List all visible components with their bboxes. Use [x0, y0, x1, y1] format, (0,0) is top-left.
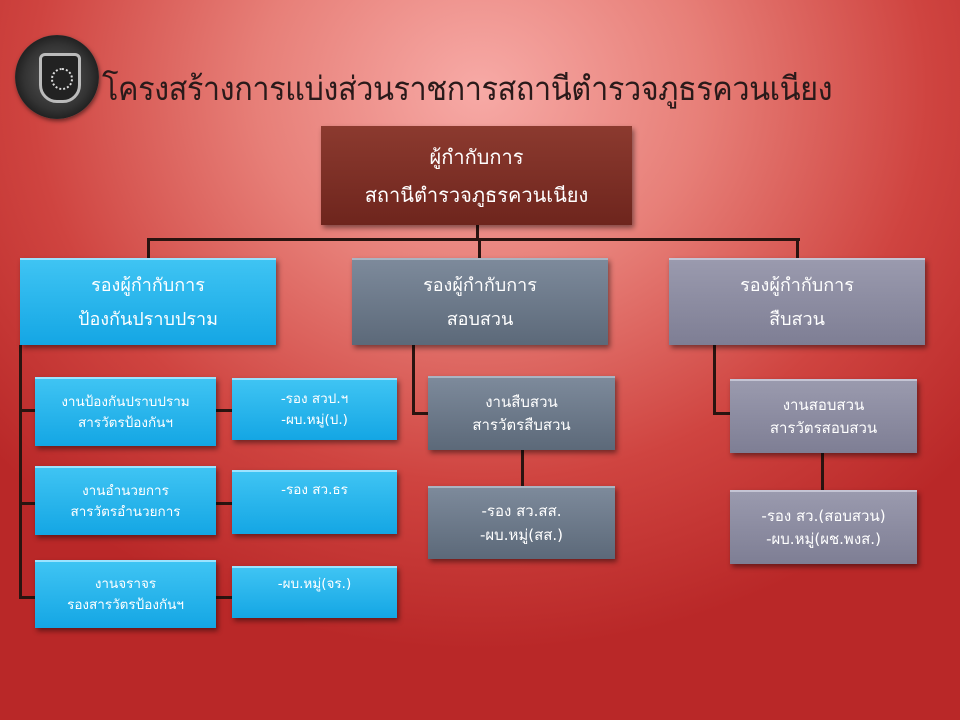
page-title: โครงสร้างการแบ่งส่วนราชการสถานีตำรวจภูธร… — [102, 69, 833, 108]
staff-box: -รอง สว.ธร — [232, 470, 397, 534]
staff-box: -รอง สว.สส. -ผบ.หมู่(สส.) — [428, 486, 615, 559]
staff-line: -รอง สว.สส. — [481, 502, 562, 521]
connector — [19, 502, 35, 505]
unit-box: งานอำนวยการ สารวัตรอำนวยการ — [35, 466, 216, 535]
deputy-area: สอบสวน — [446, 308, 514, 330]
staff-line: -ผบ.หมู่(ผช.พงส.) — [766, 530, 881, 548]
unit-box: งานสืบสวน สารวัตรสืบสวน — [428, 376, 615, 450]
deputy-area: ป้องกันปราบปราม — [78, 308, 218, 330]
connector — [713, 412, 730, 415]
chief-station: สถานีตำรวจภูธรควนเนียง — [364, 182, 589, 207]
deputy-inquiry-box: รองผู้กำกับการ สอบสวน — [352, 258, 608, 345]
connector — [521, 450, 524, 486]
connector — [216, 596, 232, 599]
connector — [476, 225, 479, 241]
connector — [821, 453, 824, 490]
unit-head: สารวัตรป้องกันฯ — [78, 414, 173, 431]
unit-head: สารวัตรอำนวยการ — [70, 503, 181, 520]
deputy-area: สืบสวน — [769, 308, 825, 330]
deputy-investigation-box: รองผู้กำกับการ สืบสวน — [669, 258, 925, 345]
chief-box: ผู้กำกับการ สถานีตำรวจภูธรควนเนียง — [321, 126, 632, 225]
connector — [147, 238, 150, 258]
staff-line: -ผบ.หมู่(จร.) — [277, 576, 352, 592]
staff-line: -รอง สว.(สอบสวน) — [761, 506, 886, 525]
unit-box: งานจราจร รองสารวัตรป้องกันฯ — [35, 560, 216, 628]
connector — [19, 409, 35, 412]
unit-name: งานสืบสวน — [485, 392, 558, 411]
connector — [216, 502, 232, 505]
unit-head: สารวัตรสืบสวน — [472, 416, 571, 434]
shield-icon — [39, 53, 81, 103]
unit-name: งานป้องกันปราบปราม — [61, 393, 190, 410]
unit-box: งานสอบสวน สารวัตรสอบสวน — [730, 379, 917, 453]
police-emblem-logo — [15, 35, 99, 119]
unit-head: สารวัตรสอบสวน — [769, 419, 878, 437]
staff-box: -รอง สว.(สอบสวน) -ผบ.หมู่(ผช.พงส.) — [730, 490, 917, 564]
unit-name: งานอำนวยการ — [82, 482, 169, 499]
connector — [478, 238, 481, 258]
unit-name: งานจราจร — [94, 576, 157, 593]
connector — [216, 409, 232, 412]
connector — [19, 345, 22, 599]
unit-head: รองสารวัตรป้องกันฯ — [67, 597, 184, 613]
connector — [19, 596, 35, 599]
unit-name: งานสอบสวน — [782, 395, 865, 414]
staff-box: -รอง สวป.ฯ -ผบ.หมู่(ป.) — [232, 378, 397, 440]
unit-box: งานป้องกันปราบปราม สารวัตรป้องกันฯ — [35, 377, 216, 446]
staff-line: -ผบ.หมู่(ป.) — [281, 412, 348, 428]
deputy-title: รองผู้กำกับการ — [740, 275, 854, 297]
connector — [796, 238, 799, 258]
connector — [412, 412, 428, 415]
deputy-title: รองผู้กำกับการ — [91, 275, 205, 297]
connector — [147, 238, 800, 241]
deputy-prevention-box: รองผู้กำกับการ ป้องกันปราบปราม — [20, 258, 276, 345]
staff-line: -ผบ.หมู่(สส.) — [479, 525, 564, 544]
connector — [412, 345, 415, 414]
deputy-title: รองผู้กำกับการ — [423, 275, 537, 297]
chief-title: ผู้กำกับการ — [429, 144, 524, 169]
staff-line: -รอง สวป.ฯ — [280, 391, 349, 408]
staff-box: -ผบ.หมู่(จร.) — [232, 566, 397, 618]
connector — [713, 345, 716, 414]
staff-line: -รอง สว.ธร — [281, 482, 348, 498]
